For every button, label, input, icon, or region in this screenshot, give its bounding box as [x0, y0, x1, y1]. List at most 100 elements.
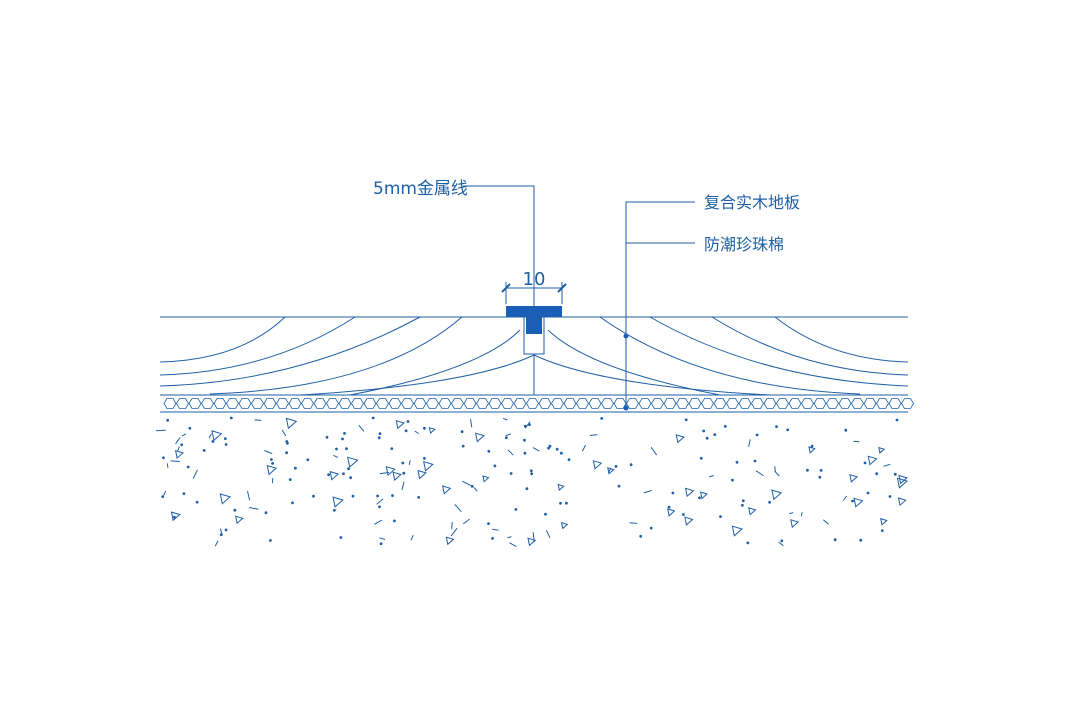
concrete-aggregate — [560, 521, 569, 530]
concrete-dot — [544, 512, 547, 516]
concrete-dot — [342, 472, 345, 476]
concrete-aggregate — [347, 456, 359, 468]
foam-cell — [338, 398, 352, 409]
foam-cell — [638, 398, 652, 409]
concrete-dot — [461, 444, 465, 448]
concrete-stroke — [473, 486, 478, 492]
concrete-stroke — [379, 537, 386, 540]
concrete-stroke — [462, 518, 471, 525]
concrete-stroke — [170, 460, 180, 462]
concrete-aggregate — [211, 430, 223, 442]
concrete-dot — [393, 519, 396, 523]
concrete-stroke — [589, 434, 598, 436]
concrete-dot — [335, 447, 338, 451]
concrete-dot — [617, 484, 621, 488]
wood-grain-arc — [649, 316, 909, 387]
concrete-stroke — [254, 419, 262, 421]
concrete-stroke — [505, 433, 512, 437]
concrete-dot — [780, 539, 784, 543]
concrete-dot — [806, 468, 809, 472]
concrete-aggregate — [428, 426, 436, 435]
foam-cell — [376, 398, 389, 409]
concrete-dot — [378, 432, 382, 436]
concrete-dot — [470, 484, 474, 488]
concrete-dot — [377, 436, 381, 440]
concrete-stroke — [509, 542, 517, 548]
concrete-stroke — [281, 429, 287, 437]
concrete-aggregate — [684, 487, 695, 498]
concrete-dot — [523, 438, 526, 442]
foam-cell — [876, 398, 889, 409]
concrete-stroke — [883, 463, 891, 467]
concrete-dot — [629, 463, 633, 467]
floor-board-label: 复合实木地板 — [704, 193, 800, 212]
concrete-dot — [349, 476, 353, 480]
concrete-dot — [684, 418, 688, 422]
foam-cell — [188, 398, 202, 409]
foam-cell — [738, 398, 752, 409]
concrete-dot — [224, 443, 228, 446]
concrete-aggregate — [445, 536, 455, 546]
concrete-aggregate — [557, 483, 565, 491]
concrete-stroke — [192, 469, 198, 479]
foam-cell — [826, 398, 839, 409]
foam-cell — [801, 398, 814, 409]
concrete-dot — [875, 472, 879, 476]
foam-cell — [688, 398, 702, 409]
concrete-aggregate — [329, 470, 340, 481]
concrete-stroke — [502, 418, 508, 421]
concrete-dot — [294, 466, 297, 470]
concrete-dot — [753, 459, 757, 463]
foam-cell — [563, 398, 577, 409]
concrete-stroke — [492, 528, 499, 531]
concrete-stroke — [774, 466, 776, 472]
concrete-stroke — [358, 424, 365, 432]
concrete-dot — [741, 503, 744, 507]
concrete-aggregate — [867, 455, 878, 466]
concrete-stroke — [532, 447, 540, 452]
metal-strip-leader — [463, 185, 535, 306]
concrete-dot — [719, 515, 722, 518]
concrete-dot — [567, 458, 571, 462]
concrete-dot — [402, 471, 406, 475]
concrete-aggregate — [174, 449, 185, 459]
foam-cell — [601, 398, 614, 409]
concrete-dot — [379, 542, 383, 546]
concrete-dot — [269, 539, 272, 542]
concrete-stroke — [208, 433, 212, 439]
concrete-dot — [180, 443, 184, 447]
concrete-dot — [547, 446, 550, 450]
concrete-dot — [417, 496, 421, 499]
concrete-stroke — [629, 522, 638, 524]
concrete-dot — [639, 534, 643, 538]
concrete-dot — [233, 508, 237, 512]
concrete-stroke — [181, 433, 187, 437]
concrete-stroke — [155, 429, 166, 432]
foam-cell — [213, 398, 227, 409]
concrete-dot — [530, 472, 534, 476]
concrete-aggregate — [675, 434, 685, 444]
concrete-stroke — [545, 529, 551, 539]
concrete-stroke — [507, 449, 514, 456]
concrete-dot — [893, 472, 897, 476]
wood-grain-arc — [533, 354, 771, 396]
concrete-dot — [833, 538, 837, 542]
concrete-dot — [219, 533, 223, 537]
concrete-stroke — [410, 534, 414, 541]
concrete-stroke — [800, 512, 803, 517]
wood-grain-arc — [209, 316, 463, 395]
concrete-dot — [514, 508, 518, 511]
foam-cell — [426, 398, 439, 409]
concrete-dot — [667, 505, 671, 509]
concrete-dot — [333, 508, 336, 512]
concrete-aggregate — [897, 497, 907, 507]
concrete-aggregate — [385, 465, 396, 477]
concrete-dot — [818, 475, 822, 479]
foam-cell — [626, 398, 639, 409]
concrete-dot — [404, 429, 408, 433]
foam-cell — [176, 398, 189, 409]
concrete-dot — [391, 494, 394, 498]
concrete-stroke — [524, 421, 531, 429]
floor-board-leader — [625, 201, 695, 336]
